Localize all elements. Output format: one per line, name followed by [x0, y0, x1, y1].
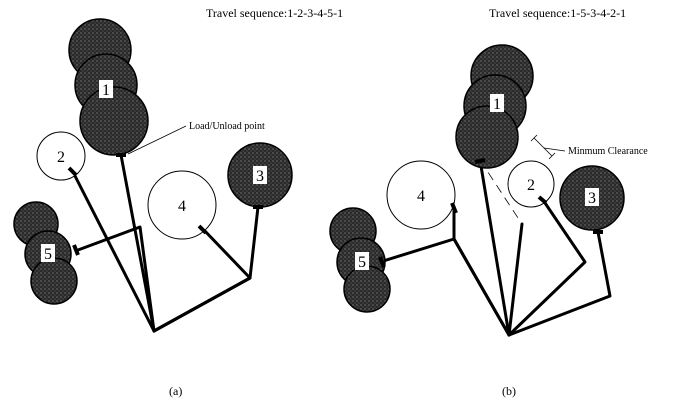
clearance-line	[479, 159, 521, 222]
arm-link-3	[507, 230, 612, 337]
node-label: 2	[57, 149, 65, 166]
arm-link-5	[378, 237, 511, 337]
node-label: 3	[588, 190, 596, 207]
node-5-b: 5	[329, 207, 391, 313]
node-3-b: 3	[559, 165, 625, 231]
node-1-b: 1	[455, 44, 534, 169]
node-4-a: 4	[147, 170, 217, 240]
node-label: 5	[358, 254, 366, 271]
node-label: 4	[417, 188, 425, 205]
arm-link-2b	[507, 198, 587, 337]
panel-b: Travel sequence:1-5-3-4-2-1 1 2	[329, 6, 648, 398]
robot-arm-b	[378, 158, 612, 337]
caption-b: (b)	[502, 384, 516, 398]
robot-arm-a	[71, 153, 260, 333]
arm-link-1	[119, 153, 156, 333]
arm-link-2	[71, 170, 156, 333]
annotation-leader-a	[127, 125, 187, 155]
node-label: 2	[527, 177, 535, 194]
sequence-label-b: Travel sequence:1-5-3-4-2-1	[489, 6, 626, 20]
clearance-dimension	[530, 134, 566, 160]
panel-a: Travel sequence:1-2-3-4-5-1 1 2 3	[13, 6, 343, 398]
node-label: 5	[44, 246, 52, 263]
node-2-b: 2	[507, 160, 555, 208]
arm-link-2a	[507, 222, 524, 337]
node-2-a: 2	[36, 131, 86, 181]
arm-link-1	[478, 158, 511, 337]
pickup-marks-b	[378, 158, 603, 268]
node-4-b: 4	[386, 160, 456, 230]
node-label: 1	[493, 96, 501, 113]
sequence-label-a: Travel sequence:1-2-3-4-5-1	[206, 6, 343, 20]
node-label: 4	[178, 198, 186, 215]
node-1-a: 1	[68, 18, 149, 156]
node-label: 3	[256, 168, 264, 185]
caption-a: (a)	[169, 384, 182, 398]
arm-link-4	[452, 206, 511, 337]
pickup-marks-a	[67, 153, 263, 256]
arm-link-5	[76, 225, 156, 333]
annotation-a: Load/Unload point	[189, 121, 265, 132]
node-3-a: 3	[227, 142, 293, 208]
arm-link-4	[152, 227, 252, 333]
node-label: 1	[102, 82, 110, 99]
node-5-a: 5	[13, 201, 78, 305]
annotation-b: Minmum Clearance	[568, 146, 648, 157]
